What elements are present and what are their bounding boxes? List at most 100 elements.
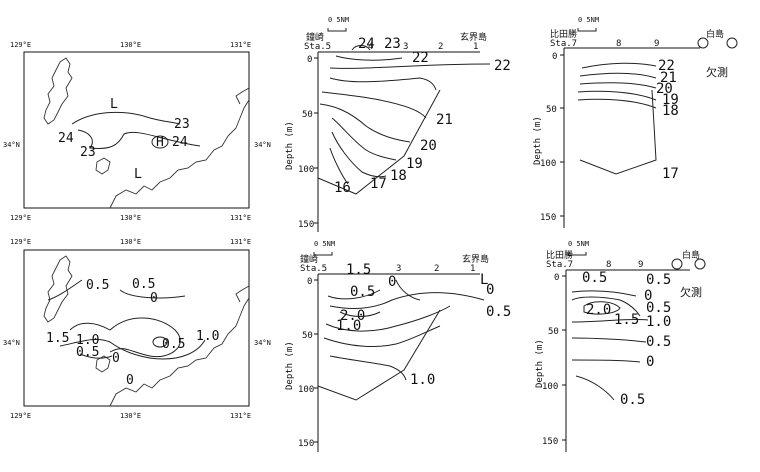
contour-22: [329, 63, 491, 69]
scale-bar-r: [577, 28, 597, 32]
depth-tick-100-br: 100: [542, 382, 558, 392]
sal-contour-10b: [323, 325, 441, 347]
contour-21-a: [329, 77, 437, 91]
high-center-ring: [151, 135, 169, 149]
temp-label-19: 19: [406, 156, 423, 172]
section-bottom-left: 0 5NM 鐘崎 玄界島 Sta.5 3 2 1 0 50 100 150 De…: [285, 240, 511, 452]
scale-text-b: 0 5NM: [314, 240, 335, 248]
map-bot-label-0a: 0: [150, 291, 158, 306]
sal-r-contour-05c: [575, 375, 615, 401]
contour-r-19: [577, 90, 657, 101]
lon-tick-129: 129°E: [10, 41, 31, 49]
sal-r-contour-05b: [571, 337, 647, 343]
contour-23: [335, 55, 403, 61]
depth-tick-0: 0: [307, 55, 312, 65]
depth-tick-50-b: 50: [302, 331, 313, 341]
end-name-br: 白島: [682, 249, 700, 261]
temp-r-label-21: 21: [660, 70, 677, 86]
tsushima-island-b: [43, 255, 73, 323]
lon-tick-130-bottom: 130°E: [120, 214, 141, 222]
lon-tick-129-bottom: 129°E: [10, 214, 31, 222]
start-station-r: Sta.7: [550, 39, 577, 49]
contour-17: [329, 147, 349, 185]
depth-tick-100: 100: [298, 165, 314, 175]
map-top-label-23a: 23: [174, 117, 190, 132]
scale-bar-b: [313, 252, 333, 256]
map-bot-label-0b: 0: [112, 351, 120, 366]
map-bot-label-10a: 1.0: [76, 333, 99, 348]
contour-0-b: [119, 289, 186, 299]
depth-tick-100-b: 100: [298, 385, 314, 395]
map-top-label-24a: 24: [58, 131, 74, 146]
iki-island-b: [95, 355, 111, 373]
map-top-label-L1: L: [110, 97, 118, 112]
seafloor-profile-b: [317, 309, 441, 401]
map-frame: [23, 51, 250, 209]
island-marker-2b: [694, 258, 706, 270]
start-name-r: 比田勝: [550, 28, 577, 40]
temp-label-22a: 22: [412, 50, 429, 66]
seafloor-profile-r: [579, 89, 657, 175]
sal-r-contour-0: [571, 359, 641, 363]
temp-r-label-17: 17: [662, 166, 679, 182]
lon-tick-131-bb: 131°E: [230, 412, 251, 420]
map-top-label-L2: L: [134, 167, 142, 182]
temp-label-21: 21: [436, 112, 453, 128]
scale-bar-br: [567, 252, 587, 256]
depth-tick-0-b: 0: [307, 277, 312, 287]
station-2: 2: [438, 42, 443, 52]
map-top: 129°E 130°E 131°E 34°N 34°N 129°E 130°E …: [3, 41, 271, 222]
sal-label-L: L: [480, 272, 488, 288]
sal-r-contour-20: [583, 301, 621, 315]
map-bot-label-15: 1.5: [46, 331, 69, 346]
map-bot-label-05a: 0.5: [86, 278, 109, 293]
contour-20: [319, 103, 411, 143]
map-bot-label-05d: 0.5: [162, 337, 185, 352]
sal-label-20: 2.0: [340, 308, 365, 324]
sal-contour-0: [395, 279, 421, 301]
section-top-right: 0 5NM 比田勝 白島 Sta.7 8 9 0 50 100 150 Dept…: [533, 16, 738, 228]
sal-r-label-20: 2.0: [586, 302, 611, 318]
scale-text-r: 0 5NM: [578, 16, 599, 24]
map-top-label-H: H: [156, 135, 164, 150]
map-bottom: 129°E 130°E 131°E 34°N 34°N 129°E 130°E …: [3, 238, 271, 420]
lat-tick-left-b: 34°N: [3, 339, 20, 347]
sal-r-label-05d: 0.5: [646, 334, 671, 350]
sal-r-label-05a: 0.5: [582, 270, 607, 286]
station-9: 9: [654, 39, 659, 49]
sal-r-label-0a: 0: [644, 288, 652, 304]
station-1: 1: [473, 42, 478, 52]
island-marker-2: [726, 37, 738, 49]
contour-10: [59, 339, 206, 360]
contour-24: [351, 45, 371, 51]
scale-bar: [327, 28, 347, 32]
depth-tick-150-r: 150: [540, 213, 556, 223]
sal-r-label-05c: 0.5: [646, 300, 671, 316]
end-name: 玄界島: [460, 31, 487, 43]
depth-tick-50-r: 50: [546, 105, 557, 115]
salinity-high-ring: [152, 336, 168, 348]
station-3-b: 3: [396, 264, 401, 274]
sal-contour-10: [325, 305, 451, 332]
sal-label-0b: 0: [486, 282, 494, 298]
sal-contour-10c: [329, 355, 407, 381]
lon-tick-131: 131°E: [230, 41, 251, 49]
temp-label-16: 16: [334, 180, 351, 196]
start-station: Sta.5: [304, 42, 331, 52]
sal-label-0a: 0: [388, 274, 396, 290]
lon-tick-130-b: 130°E: [120, 238, 141, 246]
map-bot-label-0c: 0: [126, 373, 134, 388]
depth-tick-100-r: 100: [540, 159, 556, 169]
depth-tick-150: 150: [298, 220, 314, 230]
depth-tick-150-b: 150: [298, 439, 314, 449]
contour-r-22: [581, 62, 657, 69]
contour-18: [331, 131, 387, 178]
sal-r-label-0b: 0: [646, 354, 654, 370]
lat-tick-left: 34°N: [3, 141, 20, 149]
lon-tick-130-bb: 130°E: [120, 412, 141, 420]
station-9-br: 9: [638, 260, 643, 270]
depth-axis-label-r: Depth (m): [533, 116, 543, 165]
end-name-b: 玄界島: [462, 253, 489, 265]
map-top-label-24b: 24: [172, 135, 188, 150]
